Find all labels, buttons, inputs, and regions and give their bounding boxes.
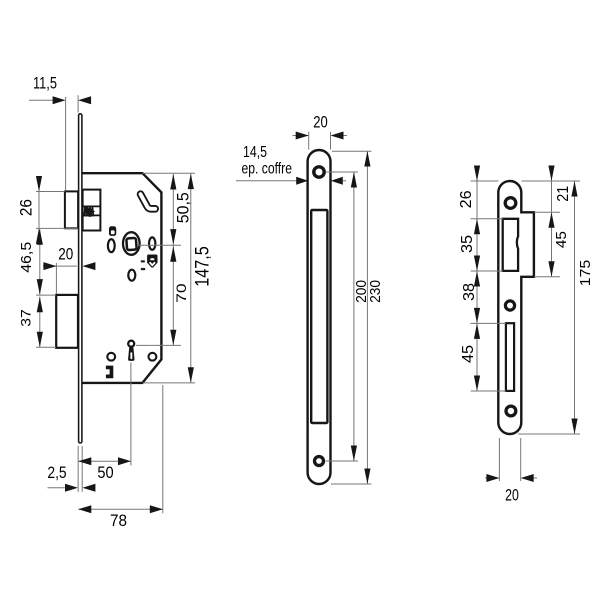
svg-text:45: 45 — [460, 345, 477, 363]
svg-text:50,5: 50,5 — [173, 192, 192, 223]
svg-text:2,5: 2,5 — [47, 463, 66, 482]
svg-text:35: 35 — [459, 235, 476, 253]
svg-text:46,5: 46,5 — [18, 242, 35, 273]
svg-text:ep. coffre: ep. coffre — [242, 160, 293, 177]
svg-text:26: 26 — [18, 199, 36, 216]
svg-text:37: 37 — [18, 309, 34, 327]
svg-text:70: 70 — [174, 283, 189, 303]
svg-text:175: 175 — [577, 260, 594, 287]
svg-text:45: 45 — [553, 231, 570, 248]
svg-text:20: 20 — [313, 114, 328, 132]
svg-text:20: 20 — [58, 246, 73, 264]
svg-text:21: 21 — [555, 186, 572, 202]
svg-text:78: 78 — [110, 511, 127, 530]
svg-text:50: 50 — [97, 463, 113, 482]
svg-text:38: 38 — [461, 283, 478, 301]
svg-text:14,5: 14,5 — [243, 144, 267, 161]
svg-text:11,5: 11,5 — [33, 74, 57, 93]
svg-text:147,5: 147,5 — [193, 246, 214, 287]
svg-text:230: 230 — [368, 280, 384, 303]
svg-text:200: 200 — [354, 280, 370, 303]
svg-text:26: 26 — [458, 190, 475, 208]
svg-text:20: 20 — [505, 487, 519, 505]
